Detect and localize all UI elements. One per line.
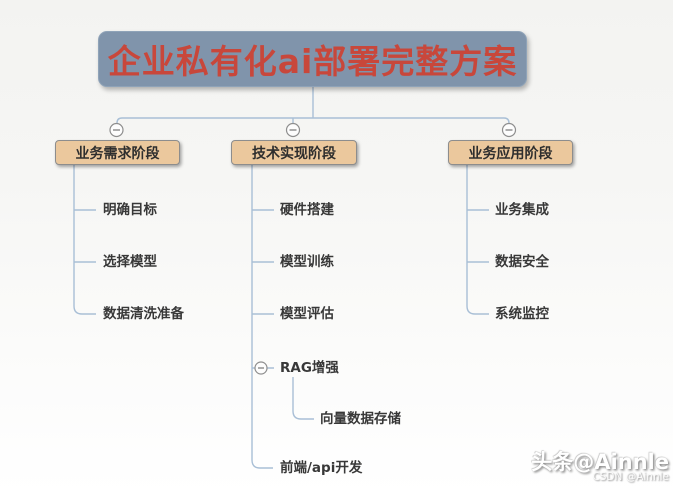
collapse-icon[interactable] (285, 122, 301, 138)
phase-node-business-requirements[interactable]: 业务需求阶段 (55, 140, 180, 165)
topic-select-model[interactable]: 选择模型 (103, 254, 157, 270)
collapse-icon[interactable] (109, 122, 124, 138)
phase-label: 业务需求阶段 (75, 145, 160, 162)
phase-node-technical-implementation[interactable]: 技术实现阶段 (231, 140, 357, 165)
collapse-icon[interactable] (501, 122, 517, 138)
phase-label: 技术实现阶段 (252, 145, 336, 162)
root-title: 企业私有化ai部署完整方案 (107, 42, 518, 81)
topic-clarify-goals[interactable]: 明确目标 (103, 202, 157, 218)
topic-vector-data-storage[interactable]: 向量数据存储 (320, 411, 401, 427)
watermark-toutiao: 头条@Ainnle (531, 450, 669, 474)
topic-frontend-api-dev[interactable]: 前端/api开发 (280, 460, 363, 476)
topic-system-monitoring[interactable]: 系统监控 (495, 306, 549, 322)
phase-node-business-application[interactable]: 业务应用阶段 (448, 140, 573, 165)
topic-business-integration[interactable]: 业务集成 (495, 202, 549, 218)
collapse-icon[interactable] (254, 361, 268, 375)
watermark-csdn: CSDN @Ainnle (592, 471, 669, 484)
root-node[interactable]: 企业私有化ai部署完整方案 (98, 31, 527, 87)
topic-hardware-setup[interactable]: 硬件搭建 (280, 202, 334, 218)
topic-model-training[interactable]: 模型训练 (280, 254, 334, 270)
watermark: 头条@Ainnle CSDN @Ainnle (531, 451, 669, 483)
topic-data-cleaning-prep[interactable]: 数据清洗准备 (103, 306, 184, 322)
topic-data-security[interactable]: 数据安全 (495, 254, 549, 270)
topic-model-evaluation[interactable]: 模型评估 (280, 306, 334, 322)
topic-rag-enhancement[interactable]: RAG增强 (280, 360, 339, 376)
phase-label: 业务应用阶段 (468, 145, 553, 162)
